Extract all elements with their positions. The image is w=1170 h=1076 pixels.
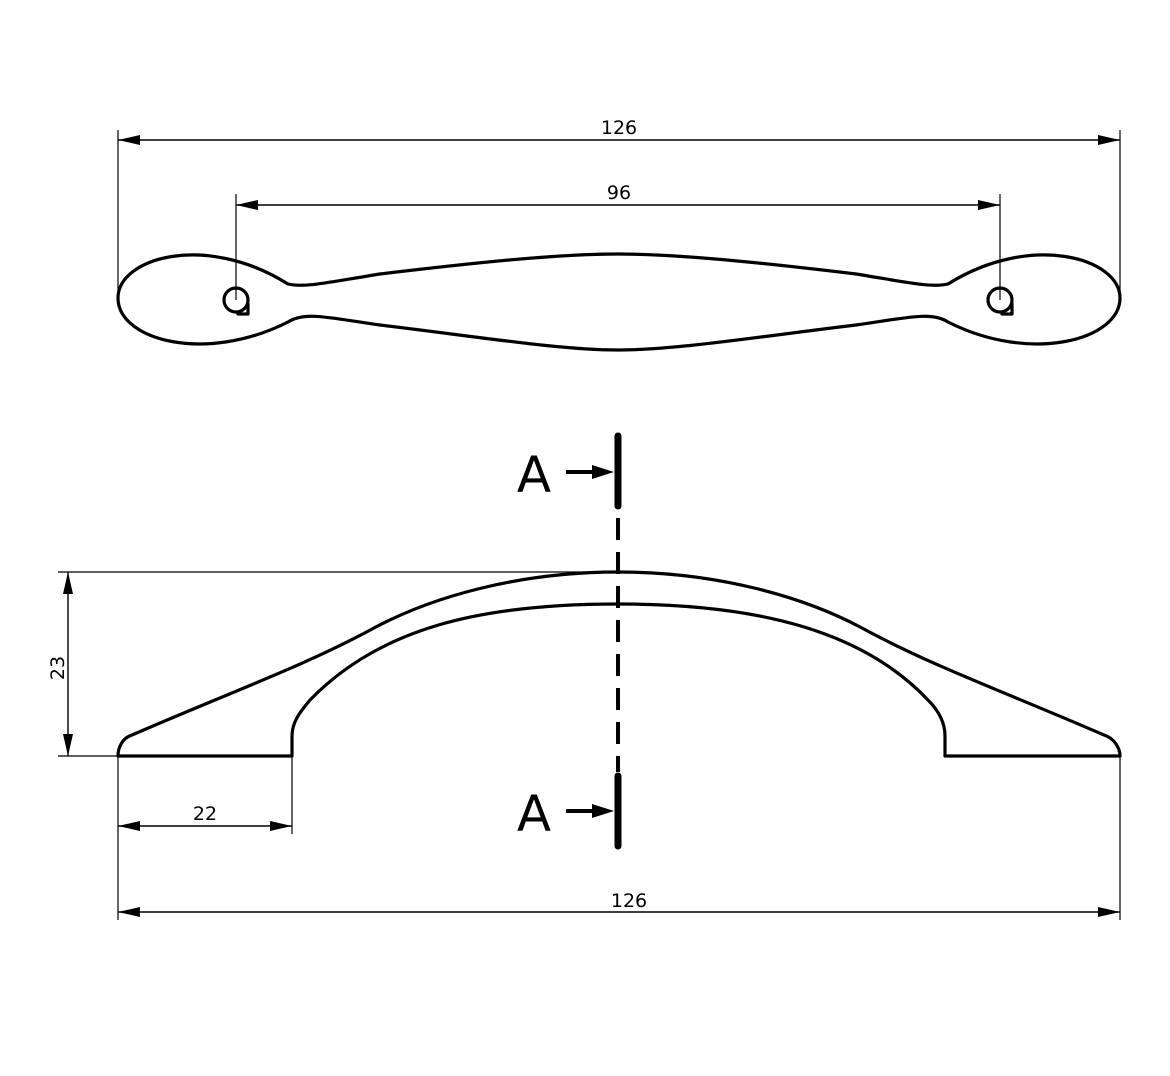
- dimension-foot-length: 22: [118, 803, 292, 831]
- dimension-label-foot-length: 22: [193, 803, 217, 825]
- dimension-label-overall-length-top: 126: [601, 117, 637, 139]
- dimension-hole-spacing: 96: [236, 182, 1000, 210]
- dimension-height: 23: [47, 572, 73, 756]
- side-view-outline: [116, 570, 1122, 758]
- dimension-overall-length-top: 126: [118, 117, 1120, 145]
- section-arrow-bottom-head: [592, 804, 614, 818]
- section-label-top: A: [517, 446, 551, 504]
- top-view: 126 96: [116, 117, 1122, 352]
- section-cut-a-a: A A: [517, 432, 622, 850]
- dimension-overall-length-bottom: 126: [118, 890, 1120, 917]
- section-arrow-top-head: [592, 465, 614, 479]
- dimension-label-overall-length-bottom: 126: [611, 890, 647, 912]
- side-view: 23 22 126 A A: [47, 432, 1122, 920]
- dimension-label-height: 23: [47, 656, 69, 680]
- top-view-outline: [116, 252, 1122, 352]
- dimension-label-hole-spacing: 96: [607, 182, 631, 204]
- section-label-bottom: A: [517, 785, 551, 843]
